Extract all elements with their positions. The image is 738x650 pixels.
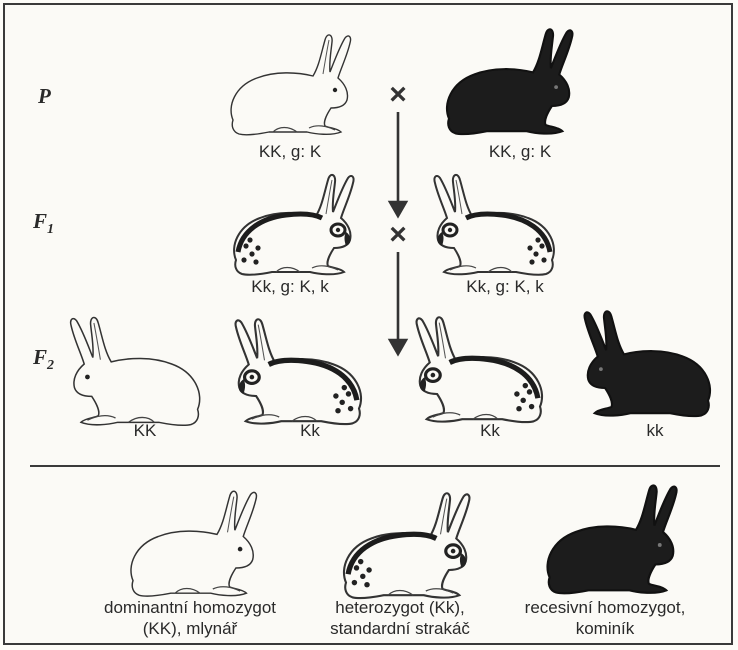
rabbit-spot [255, 245, 260, 250]
rabbit-spot [520, 398, 525, 403]
rabbit-body [231, 35, 350, 135]
rabbit-eye [85, 375, 90, 380]
rabbit-white-p [231, 35, 350, 135]
genotype-label-f2-kk-dominant: KK [134, 420, 157, 441]
rabbit-spot [360, 574, 365, 579]
rabbit-body [585, 311, 710, 416]
rabbit-spot [346, 391, 351, 396]
rabbit-spot [366, 567, 371, 572]
rabbit-eye [250, 375, 255, 380]
legend-dominant-line-2: (KK), mlynář [104, 618, 276, 639]
rabbit-spot [333, 393, 338, 398]
rabbit-eye [599, 367, 603, 371]
rabbit-spot [523, 383, 528, 388]
rabbit-eye [451, 549, 456, 554]
legend-label-recessive: recesivní homozygot, kominík [525, 597, 686, 639]
rabbit-spotted-legend [344, 493, 469, 598]
rabbit-white-legend [131, 491, 256, 596]
rabbit-eye [336, 228, 340, 232]
rabbit-body [131, 491, 256, 596]
rabbit-spot [539, 243, 544, 248]
rabbit-spot [533, 251, 538, 256]
genotype-label-f1-right: Kk, g: K, k [466, 276, 543, 297]
rabbit-eye [554, 85, 558, 89]
rabbit-spot [529, 259, 534, 264]
rabbit-body [548, 485, 677, 593]
rabbit-eye [431, 373, 436, 378]
genotype-label-f2-kk-hetero-1: Kk [300, 420, 320, 441]
genotype-label-p-left: KK, g: K [259, 141, 321, 162]
rabbit-eye [448, 228, 452, 232]
divider-line [30, 465, 720, 467]
rabbit-spot [354, 565, 359, 570]
legend-recessive-line-1: recesivní homozygot, [525, 597, 686, 618]
genotype-label-f2-kk-hetero-2: Kk [480, 420, 500, 441]
rabbit-spot [514, 391, 519, 396]
rabbit-spot [516, 406, 521, 411]
genotype-label-p-right: KK, g: K [489, 141, 551, 162]
rabbit-spot [241, 257, 246, 262]
rabbit-spotted-f1-left [234, 175, 353, 275]
legend-dominant-line-1: dominantní homozygot [104, 597, 276, 618]
rabbit-spot [541, 257, 546, 262]
rabbit-spot [348, 406, 353, 411]
rabbit-spot [529, 404, 534, 409]
rabbit-spot [358, 559, 363, 564]
rabbit-spot [527, 245, 532, 250]
rabbit-spot [364, 582, 369, 587]
rabbit-black-legend [548, 485, 677, 593]
rabbit-black-p [447, 29, 572, 134]
rabbit-spot [535, 237, 540, 242]
rabbit-spot [253, 259, 258, 264]
rabbit-body [447, 29, 572, 134]
legend-label-hetero: heterozygot (Kk), standardní strakáč [330, 597, 470, 639]
legend-label-dominant: dominantní homozygot (KK), mlynář [104, 597, 276, 639]
rabbit-spot [352, 580, 357, 585]
rabbit-eye [238, 547, 243, 552]
legend-hetero-line-1: heterozygot (Kk), [330, 597, 470, 618]
rabbit-spot [342, 385, 347, 390]
rabbit-spot [243, 243, 248, 248]
rabbit-spot [249, 251, 254, 256]
rabbit-spot [527, 389, 532, 394]
rabbit-spotted-f1-right [434, 175, 553, 275]
rabbit-spot [335, 408, 340, 413]
genotype-label-f2-kk-recessive: kk [647, 420, 664, 441]
rabbit-spotted-f2-a [236, 319, 361, 424]
rabbit-white-f2 [71, 317, 200, 425]
genotype-label-f1-left: Kk, g: K, k [251, 276, 328, 297]
legend-hetero-line-2: standardní strakáč [330, 618, 470, 639]
rabbit-eye [658, 543, 662, 547]
rabbit-spot [339, 400, 344, 405]
rabbit-spot [247, 237, 252, 242]
rabbit-body [71, 317, 200, 425]
rabbit-black-f2 [585, 311, 710, 416]
rabbit-eye [333, 88, 337, 92]
rabbit-spotted-f2-b [417, 317, 542, 422]
legend-recessive-line-2: kominík [525, 618, 686, 639]
